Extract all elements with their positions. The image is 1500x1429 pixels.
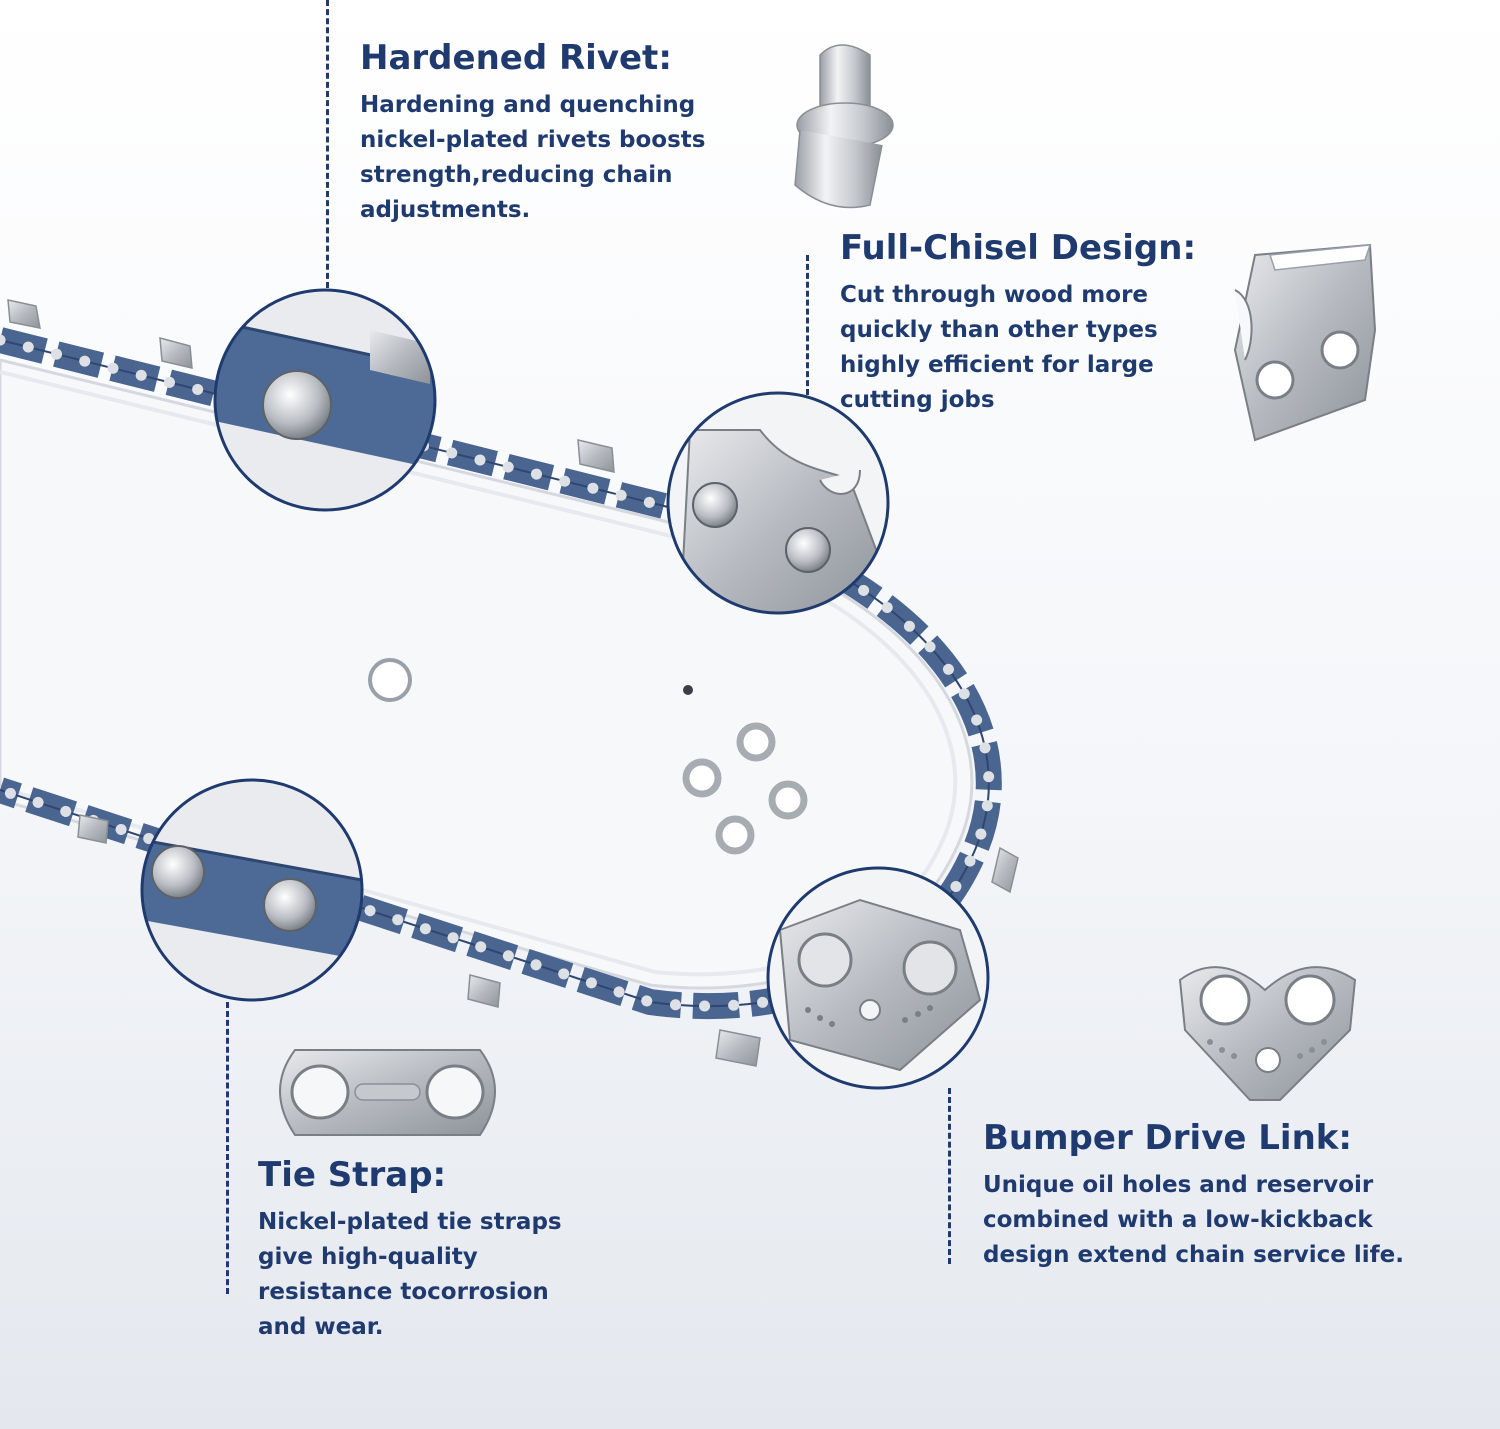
callout-bumper-drive-link: Bumper Drive Link: Unique oil holes and … xyxy=(983,1118,1453,1273)
guide-line-chisel xyxy=(806,255,809,395)
callout-full-chisel: Full-Chisel Design: Cut through wood mor… xyxy=(840,228,1200,418)
callout-body: Hardening and quenching nickel-plated ri… xyxy=(360,92,706,223)
magnifier-chisel-detail xyxy=(668,393,888,613)
guide-line-drive-link xyxy=(948,1088,951,1264)
rivet-icon xyxy=(794,44,894,209)
callout-body: Cut through wood more quickly than other… xyxy=(840,282,1158,413)
magnifier-drive-link-detail xyxy=(768,868,988,1088)
guide-line-tie-strap xyxy=(226,1002,229,1294)
sprocket-washers xyxy=(682,722,808,855)
guide-line-rivet xyxy=(326,0,329,288)
callout-title: Bumper Drive Link: xyxy=(983,1118,1352,1158)
magnifier-tie-strap-detail xyxy=(142,780,362,1000)
callout-tie-strap: Tie Strap: Nickel-plated tie straps give… xyxy=(258,1155,598,1345)
callout-title: Full-Chisel Design: xyxy=(840,228,1197,268)
callout-hardened-rivet: Hardened Rivet: Hardening and quenching … xyxy=(360,38,750,228)
tie-strap-icon xyxy=(279,1049,496,1136)
magnifier-rivet-detail xyxy=(215,290,435,510)
bar-mount-hole xyxy=(368,658,412,702)
drive-link-icon xyxy=(1178,966,1357,1101)
cutter-teeth xyxy=(7,299,1019,1067)
callout-title: Hardened Rivet: xyxy=(360,38,672,78)
bar-oil-hole xyxy=(683,685,693,695)
callout-body: Nickel-plated tie straps give high-quali… xyxy=(258,1209,562,1340)
cutter-tooth-icon xyxy=(1233,243,1377,442)
callout-body: Unique oil holes and reservoir combined … xyxy=(983,1172,1405,1268)
callout-title: Tie Strap: xyxy=(258,1155,447,1195)
